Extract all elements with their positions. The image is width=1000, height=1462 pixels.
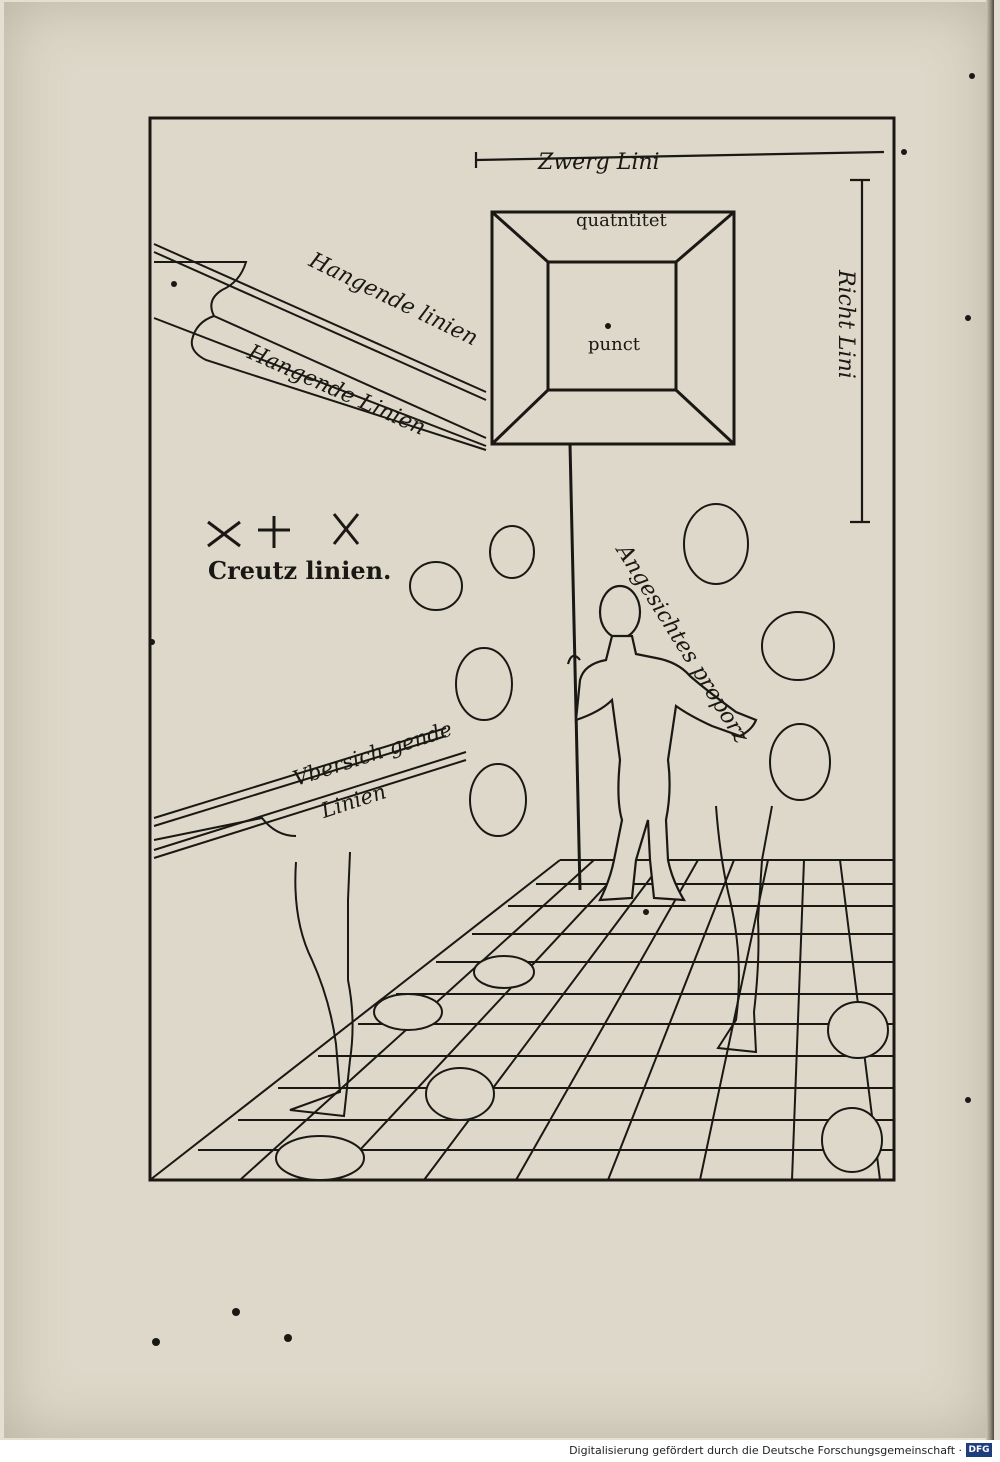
label-creutz-linien: Creutz linien. [208, 556, 392, 585]
standing-figure [566, 584, 758, 902]
footer-bar: Digitalisierung gefördert durch die Deut… [0, 1440, 1000, 1462]
footer-credit: Digitalisierung gefördert durch die Deut… [569, 1444, 962, 1457]
punct-dot [605, 323, 611, 329]
floor-grid [149, 859, 894, 1181]
leg-studies [289, 805, 773, 1118]
label-punct: punct [588, 334, 641, 355]
cross-marks [207, 513, 360, 548]
label-quantitet: quatntitet [576, 210, 667, 231]
floating-faces [275, 503, 889, 1181]
pole [568, 443, 582, 891]
label-zwerg-lini: Zwerg Lini [538, 150, 660, 175]
measure-lines [474, 150, 885, 524]
label-richt-lini: Richt Lini [833, 270, 858, 379]
frame-border [148, 116, 896, 1182]
dfg-logo: DFG [966, 1443, 992, 1457]
margin-dots [149, 73, 975, 1346]
cornice-bottom [153, 727, 467, 859]
quantity-square [490, 210, 736, 446]
book-spine [986, 0, 994, 1440]
cornice-top [153, 243, 487, 451]
